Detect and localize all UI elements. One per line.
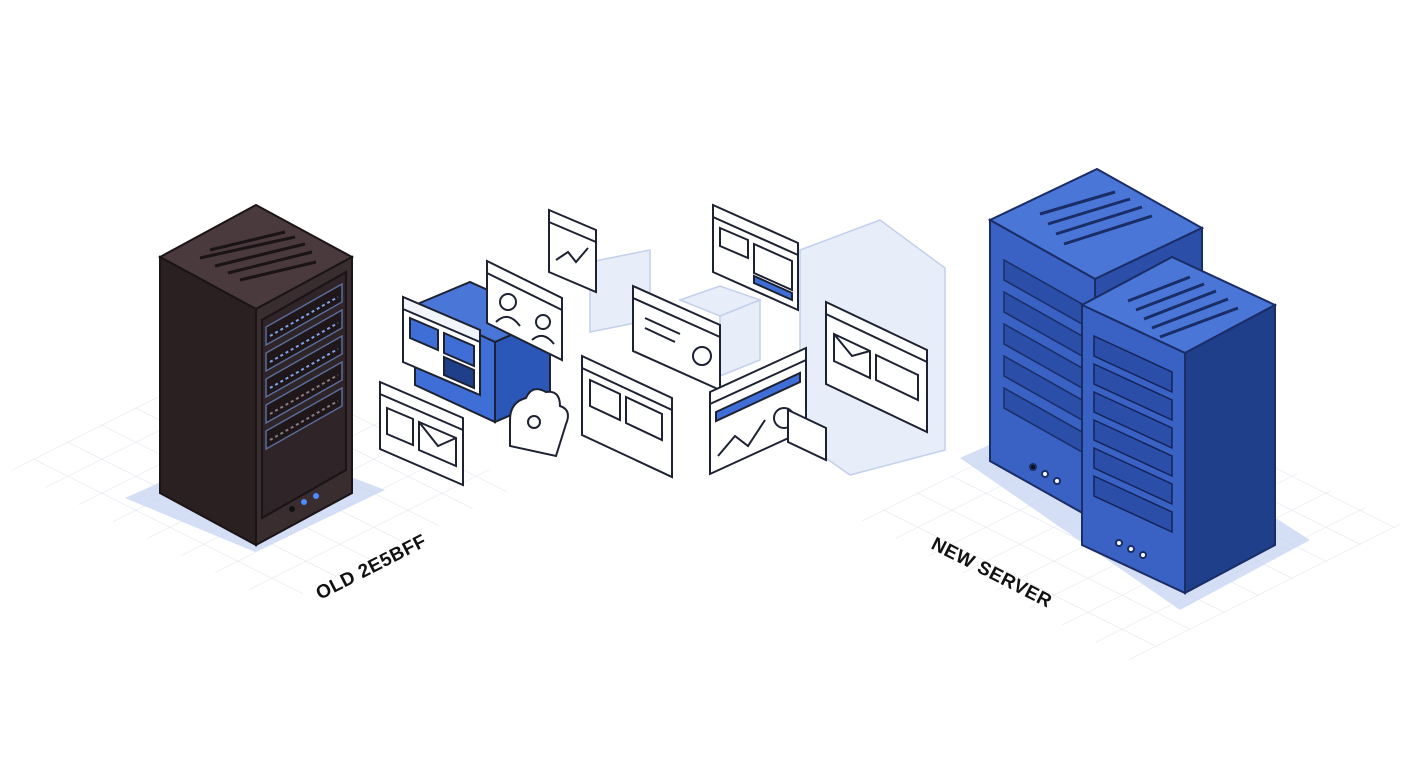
cloud-gear-icon [509,388,827,462]
image-window-icon [379,380,464,487]
old-server-power-light [289,506,295,512]
line-chart-window-icon [548,208,597,294]
mail-window-icon [825,300,928,434]
new-server-rack-front [1079,255,1278,595]
user-profile-icon [486,259,563,362]
old-server-rack [157,203,355,547]
layout-window-icon [712,203,799,312]
analytics-dashboard-icon [709,346,807,476]
image-gallery-window-icon [581,354,673,479]
window-two-pane-icon [402,295,481,397]
